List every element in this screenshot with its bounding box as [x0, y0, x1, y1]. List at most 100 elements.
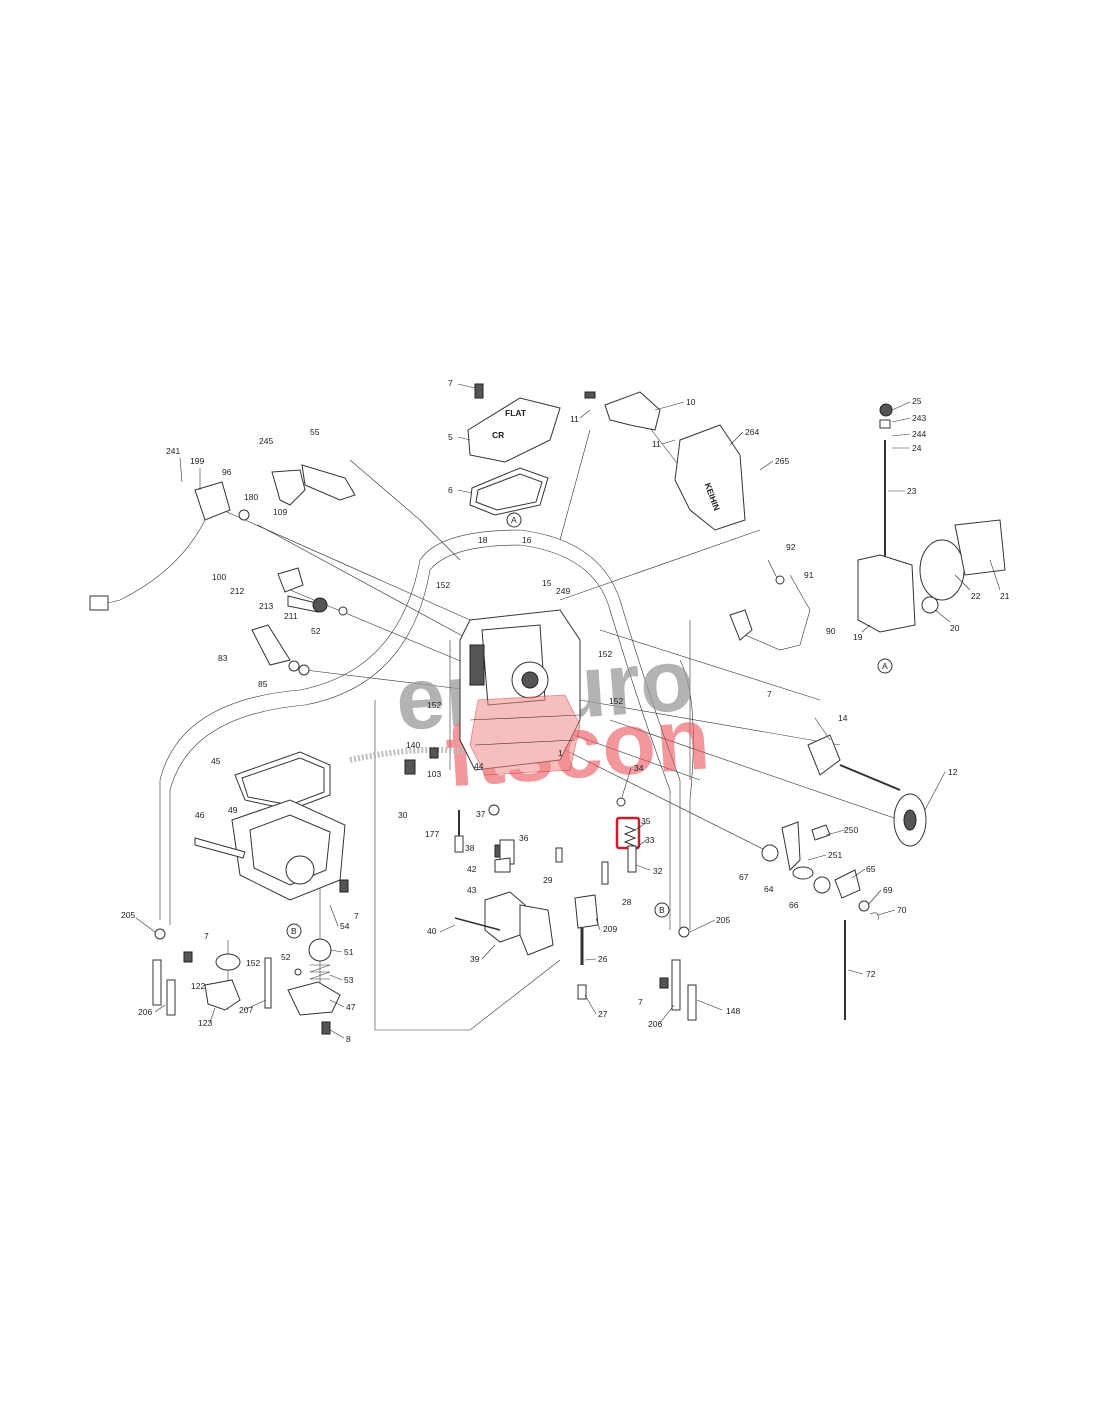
- part-label: 54: [340, 921, 350, 931]
- part-label: 83: [218, 653, 228, 663]
- part-label: 37: [476, 809, 486, 819]
- part-label: 109: [273, 507, 287, 517]
- part-label: 23: [907, 486, 917, 496]
- jets-and-needles: [404, 747, 641, 1000]
- part-label: 152: [427, 700, 441, 710]
- float-bowl-assembly: [194, 751, 349, 901]
- part-label: 206: [138, 1007, 152, 1017]
- part-label: 100: [212, 572, 226, 582]
- top-cover: FLAT CR: [467, 383, 561, 516]
- part-label: 26: [598, 954, 608, 964]
- part-label: 27: [598, 1009, 608, 1019]
- part-label: 72: [866, 969, 876, 979]
- tps-sensor-assembly: [89, 464, 356, 611]
- part-label: 6: [448, 485, 453, 495]
- part-label: 243: [912, 413, 926, 423]
- part-label: 152: [246, 958, 260, 968]
- part-label: 44: [474, 761, 484, 771]
- part-label: 1: [558, 748, 563, 758]
- part-label: 30: [398, 810, 408, 820]
- part-label: 103: [427, 769, 441, 779]
- ref-A-right: A: [882, 661, 888, 671]
- part-label: 264: [745, 427, 759, 437]
- part-label: 5: [448, 432, 453, 442]
- cover-text-flat: FLAT: [505, 408, 527, 418]
- part-label: 213: [259, 601, 273, 611]
- part-label: 7: [638, 997, 643, 1007]
- part-label: 40: [427, 926, 437, 936]
- part-label: 65: [866, 864, 876, 874]
- part-label: 67: [739, 872, 749, 882]
- part-label: 212: [230, 586, 244, 596]
- part-label: 33: [645, 835, 655, 845]
- part-label: 249: [556, 586, 570, 596]
- part-label: 36: [519, 833, 529, 843]
- part-label: 12: [948, 767, 958, 777]
- part-label: 206: [648, 1019, 662, 1029]
- part-label: 28: [622, 897, 632, 907]
- part-label: 152: [436, 580, 450, 590]
- part-label: 207: [239, 1005, 253, 1015]
- part-label: 11: [570, 414, 579, 424]
- part-label: 69: [883, 885, 893, 895]
- part-label: 32: [653, 866, 663, 876]
- ref-B-right: B: [659, 905, 665, 915]
- part-label: 70: [897, 905, 907, 915]
- part-label: 15: [542, 578, 552, 588]
- part-label: 51: [344, 947, 354, 957]
- part-label: 46: [195, 810, 205, 820]
- part-label: 21: [1000, 591, 1010, 601]
- part-label: 42: [467, 864, 477, 874]
- part-label: 52: [281, 952, 291, 962]
- part-label: 85: [258, 679, 268, 689]
- drain-assembly: [152, 928, 341, 1035]
- float-chamber-highlight: [469, 694, 581, 776]
- ref-A-top: A: [511, 515, 517, 525]
- part-label: 140: [406, 740, 420, 750]
- part-label: 8: [346, 1034, 351, 1044]
- carburetor-body: [459, 609, 581, 776]
- part-label: 177: [425, 829, 439, 839]
- part-label: 49: [228, 805, 238, 815]
- part-label: 148: [726, 1006, 740, 1016]
- mixture-screw-assembly: [251, 567, 348, 676]
- part-label: 180: [244, 492, 258, 502]
- part-label: 34: [634, 763, 644, 773]
- reference-markers: A A B B: [286, 512, 893, 939]
- part-label: 39: [470, 954, 480, 964]
- part-label: 122: [191, 981, 205, 991]
- part-label: 35: [641, 816, 651, 826]
- part-label: 16: [522, 535, 532, 545]
- part-label: 265: [775, 456, 789, 466]
- part-label: 92: [786, 542, 796, 552]
- part-label: 43: [467, 885, 477, 895]
- part-label: 244: [912, 429, 926, 439]
- part-label: 11: [652, 439, 661, 449]
- part-label: 47: [346, 1002, 356, 1012]
- part-label: 7: [204, 931, 209, 941]
- part-label: 251: [828, 850, 842, 860]
- part-label: 38: [465, 843, 475, 853]
- construction-lines: [159, 414, 901, 1031]
- part-label: 66: [789, 900, 799, 910]
- choke-lever-assembly: [659, 821, 879, 1021]
- part-label: 245: [259, 436, 273, 446]
- part-label: 64: [764, 884, 774, 894]
- part-label: 96: [222, 467, 232, 477]
- cover-text-cr: CR: [492, 430, 504, 440]
- part-label: 14: [838, 713, 848, 723]
- part-label: 22: [971, 591, 981, 601]
- part-label: 55: [310, 427, 320, 437]
- part-label: 10: [686, 397, 696, 407]
- part-label: 7: [448, 378, 453, 388]
- part-labels: 7 5 6 11 10 11 264 265 25 243 244 24 23 …: [121, 378, 1010, 1044]
- part-label: 152: [609, 696, 623, 706]
- part-label: 211: [284, 611, 298, 621]
- part-label: 19: [853, 632, 863, 642]
- part-label: 20: [950, 623, 960, 633]
- ref-B-left: B: [291, 926, 297, 936]
- part-label: 24: [912, 443, 922, 453]
- part-label: 7: [354, 911, 359, 921]
- part-label: 250: [844, 825, 858, 835]
